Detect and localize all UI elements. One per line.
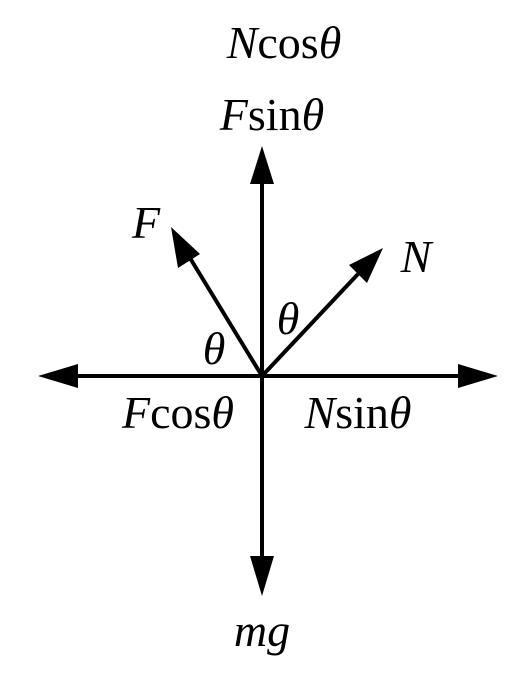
force-f-vector — [188, 256, 264, 378]
force-n-vector — [260, 272, 360, 378]
force-n-arrowhead — [349, 248, 383, 283]
left-arrowhead — [38, 364, 78, 388]
label-f-sin-theta: Fsinθ — [219, 89, 324, 140]
force-f-arrowhead — [171, 227, 200, 268]
label-n-sin-theta: Nsinθ — [304, 387, 412, 438]
right-arrowhead — [458, 364, 498, 388]
down-arrowhead — [250, 556, 274, 596]
up-arrowhead — [250, 146, 274, 184]
label-f-cos-theta: Fcosθ — [121, 387, 234, 438]
label-n-cos-theta: Ncosθ — [226, 17, 342, 68]
label-angle-left: θ — [203, 323, 226, 374]
label-angle-right: θ — [277, 293, 300, 344]
label-force-n: N — [400, 231, 434, 282]
label-force-f: F — [131, 197, 161, 248]
label-weight-mg: mg — [234, 605, 290, 656]
